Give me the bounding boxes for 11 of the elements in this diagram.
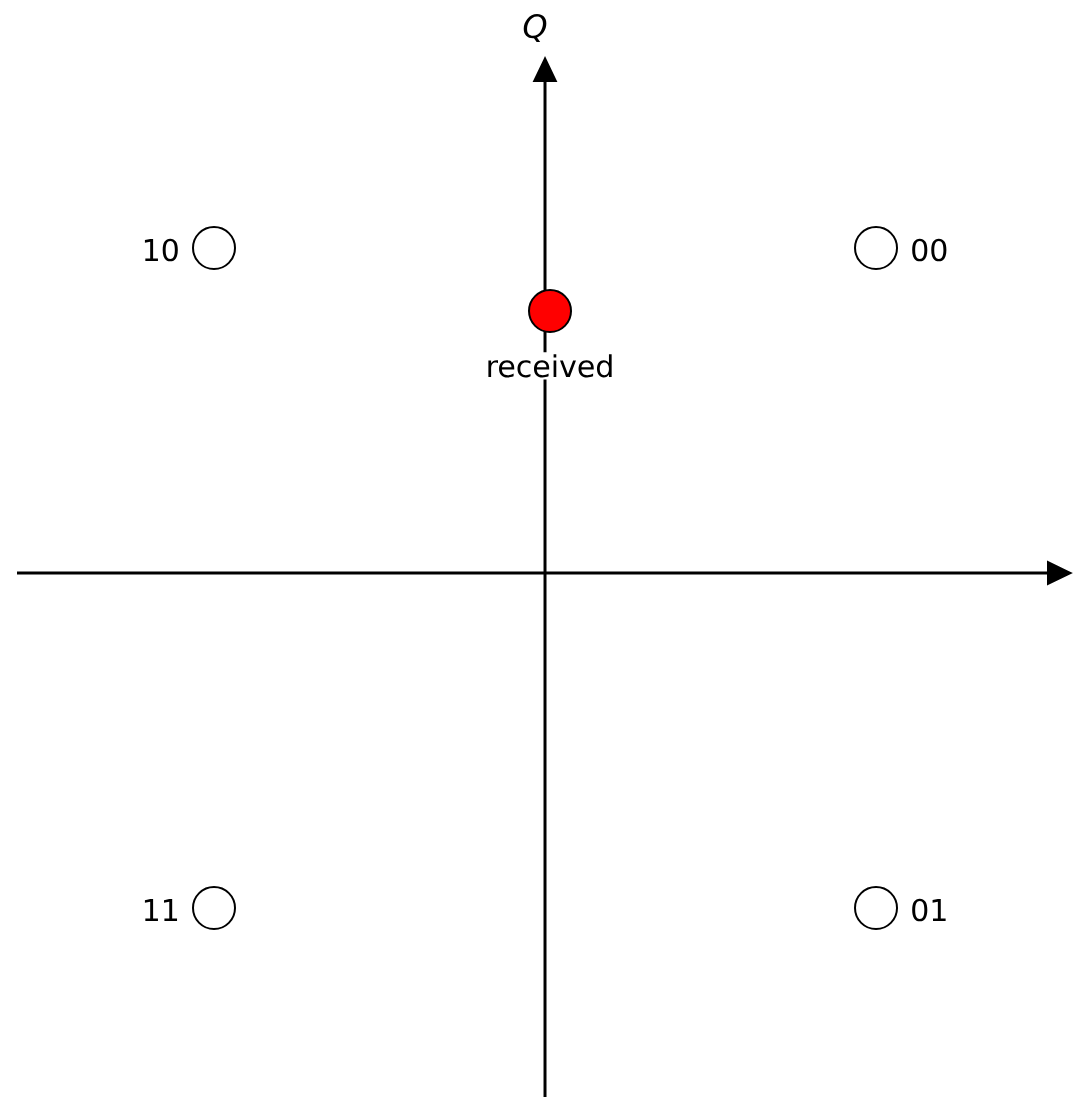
point-label: 11 <box>139 897 182 923</box>
received-point <box>528 289 572 333</box>
point-label: 01 <box>908 896 951 924</box>
axis-label: Q <box>523 14 547 42</box>
constellation-point <box>192 886 236 930</box>
constellation-point <box>192 226 236 270</box>
constellation-point <box>854 226 898 270</box>
point-label: 10 <box>139 236 182 264</box>
point-label: received <box>483 352 617 380</box>
point-label: 00 <box>908 236 951 264</box>
constellation-point <box>854 886 898 930</box>
